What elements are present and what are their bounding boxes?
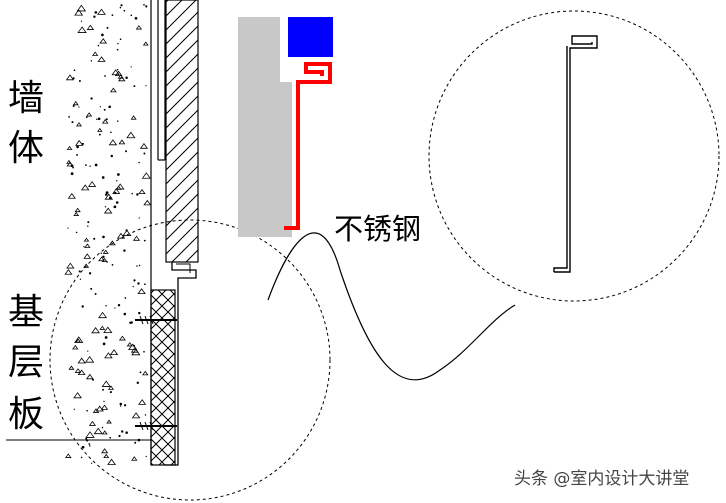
callout-leader-curve (267, 232, 516, 381)
detail-callout-circle-right (428, 10, 720, 302)
watermark: 头条 @室内设计大讲堂 (514, 469, 689, 489)
base-board-label-char-1: 基 (8, 292, 44, 333)
base-board-label-char-2: 层 (8, 342, 44, 383)
stainless-profile-section (165, 262, 197, 466)
elevation-detail (238, 17, 333, 237)
grey-panel (238, 17, 292, 237)
base-board (150, 289, 176, 466)
wall-label-char-2: 体 (8, 128, 44, 169)
enlarged-stainless-profile (553, 35, 598, 273)
blue-block (288, 17, 333, 57)
red-trim-profile (284, 62, 332, 230)
detail-callout-circle-left (49, 219, 331, 501)
wall-label-char-1: 墙 (8, 78, 44, 119)
wood-panel (165, 0, 199, 263)
base-board-label-char-3: 板 (8, 394, 44, 435)
stainless-steel-label: 不锈钢 (334, 212, 421, 246)
concrete-wall (64, 3, 152, 465)
